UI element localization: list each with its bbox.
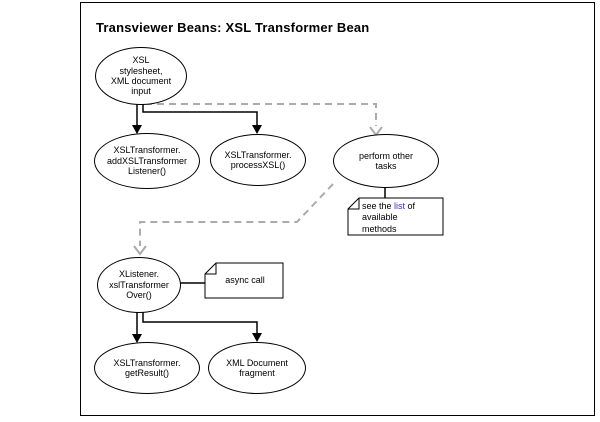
node-label: xslTransformer (109, 279, 169, 290)
connector-xlistener-to-xmlfragment (142, 311, 258, 333)
note-shape-methods (347, 197, 444, 236)
note-async-call: async call (225, 274, 265, 285)
node-label: tasks (375, 161, 397, 171)
dashed-arrowhead-down-icon (133, 245, 147, 256)
note-shape-async (204, 262, 284, 299)
node-perform-other-tasks: perform other tasks (333, 134, 439, 188)
arrowhead-down-icon (252, 125, 262, 134)
node-label: Over() (126, 290, 152, 301)
diagram-title: Transviewer Beans: XSL Transformer Bean (96, 20, 370, 35)
note-methods: see the list of available methods (362, 201, 440, 235)
arrowhead-down-icon (252, 333, 262, 342)
node-label: stylesheet, (119, 65, 163, 76)
dashed-connector-input-to-performother (147, 101, 377, 126)
node-label: XML Document (226, 357, 288, 368)
note-fold-icon (205, 263, 217, 275)
node-label: processXSL() (230, 160, 286, 170)
node-label: Listener() (127, 166, 166, 177)
node-label: fragment (239, 368, 275, 378)
arrowhead-down-icon (132, 125, 142, 134)
node-xml-fragment: XML Document fragment (208, 342, 306, 394)
connector-input-to-processxsl (142, 101, 258, 125)
node-get-result: XSLTransformer. getResult() (94, 342, 200, 394)
node-add-listener: XSLTransformer. addXSLTransformer Listen… (94, 133, 200, 189)
list-link[interactable]: list (394, 201, 406, 211)
node-label: input (131, 86, 151, 97)
node-label: XListener. (118, 269, 160, 280)
node-xlistener: XListener. xslTransformer Over() (97, 257, 181, 313)
node-label: XSLTransformer. (224, 149, 292, 160)
node-label: addXSLTransformer (106, 155, 188, 166)
node-process-xsl: XSLTransformer. processXSL() (210, 134, 306, 186)
node-label: perform other (358, 150, 414, 161)
note-methods-line3: methods (362, 223, 397, 234)
note-text: see the (362, 201, 395, 211)
note-methods-line1: see the list of (362, 201, 440, 212)
node-label: XSLTransformer. (113, 145, 181, 156)
note-methods-line2: available (362, 212, 398, 223)
node-label: XSL (132, 55, 150, 66)
node-label: getResult() (124, 368, 169, 378)
note-fold-icon (348, 198, 360, 210)
note-text: of (405, 201, 416, 211)
node-label: XSLTransformer. (113, 357, 181, 368)
node-xsl-input: XSL stylesheet, XML document input (95, 47, 187, 105)
node-label: XML document (110, 76, 172, 86)
arrowhead-down-icon (132, 334, 142, 343)
dashed-connector-performother-to-xlistener (139, 183, 334, 246)
